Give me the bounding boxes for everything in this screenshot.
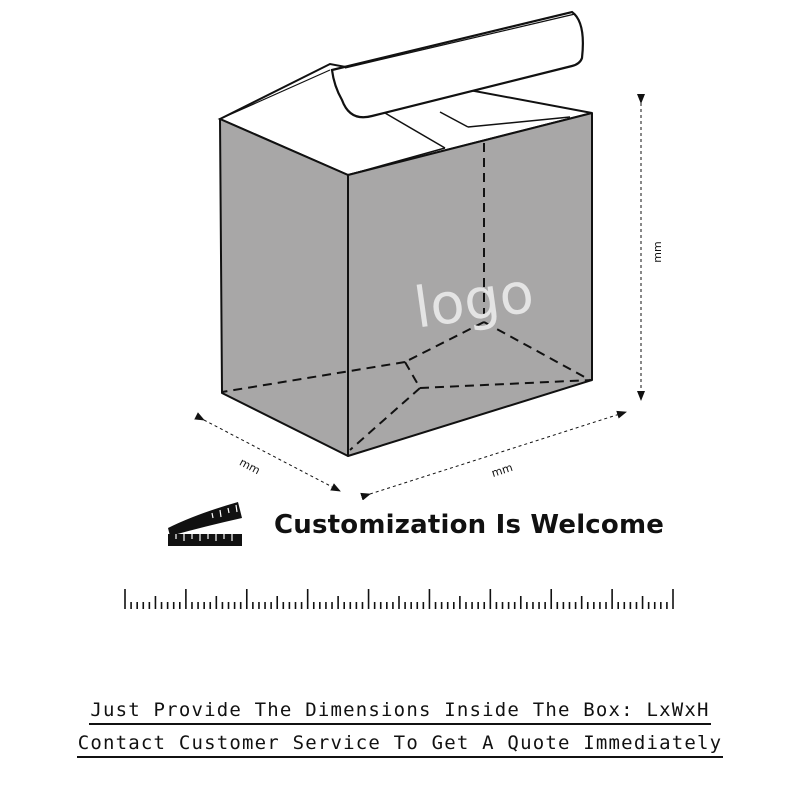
tape-measure-icon	[168, 502, 242, 546]
customization-headline: Customization Is Welcome	[274, 510, 665, 540]
instruction-line-dimensions: Just Provide The Dimensions Inside The B…	[0, 699, 800, 725]
top-flap-crease	[384, 112, 446, 149]
length-label: mm	[490, 461, 514, 480]
top-flap-crease	[467, 116, 571, 128]
instruction-contact-text: Contact Customer Service To Get A Quote …	[76, 732, 724, 758]
top-flap-crease	[439, 111, 469, 128]
height-label: mm	[651, 241, 664, 262]
width-arrow	[194, 412, 341, 492]
width-label: mm	[237, 456, 262, 478]
instruction-line-contact: Contact Customer Service To Get A Quote …	[0, 732, 800, 758]
box-lid-flap	[330, 10, 584, 119]
top-flap-crease	[219, 69, 331, 120]
length-arrow	[360, 410, 627, 500]
box-diagram: logo mm mm mm	[194, 10, 664, 500]
instruction-dimensions-text: Just Provide The Dimensions Inside The B…	[89, 699, 711, 725]
box-left-face	[219, 118, 349, 457]
ruler-scale-icon	[124, 589, 674, 609]
box-lid-flap-edge	[344, 13, 576, 69]
